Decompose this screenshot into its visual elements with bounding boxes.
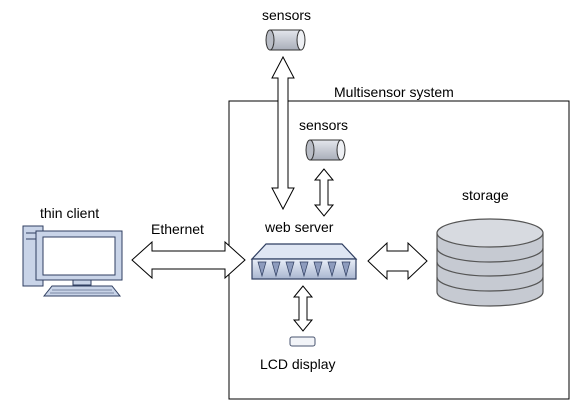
sensors-inner-label: sensors [299,117,349,133]
web-server-label: web server [265,219,334,235]
sensors-outer-label: sensors [262,7,312,23]
thin-client-label: thin client [40,205,100,221]
ethernet-label: Ethernet [151,221,204,237]
system-label: Multisensor system [334,84,454,100]
sensors-webserver-arrow [271,55,295,211]
sensors-inner-icon [305,139,346,161]
ethernet-arrow [131,240,246,280]
lcd-arrow [292,285,314,332]
lcd-display-label: LCD display [260,356,336,372]
storage-arrow [367,241,428,281]
sensors-outer-icon [265,29,306,51]
storage-icon [436,218,544,307]
lcd-display-icon [289,336,316,347]
web-server-icon [250,243,358,280]
inner-sensors-arrow [313,168,335,217]
storage-label: storage [462,187,509,203]
thin-client-icon [22,225,123,297]
